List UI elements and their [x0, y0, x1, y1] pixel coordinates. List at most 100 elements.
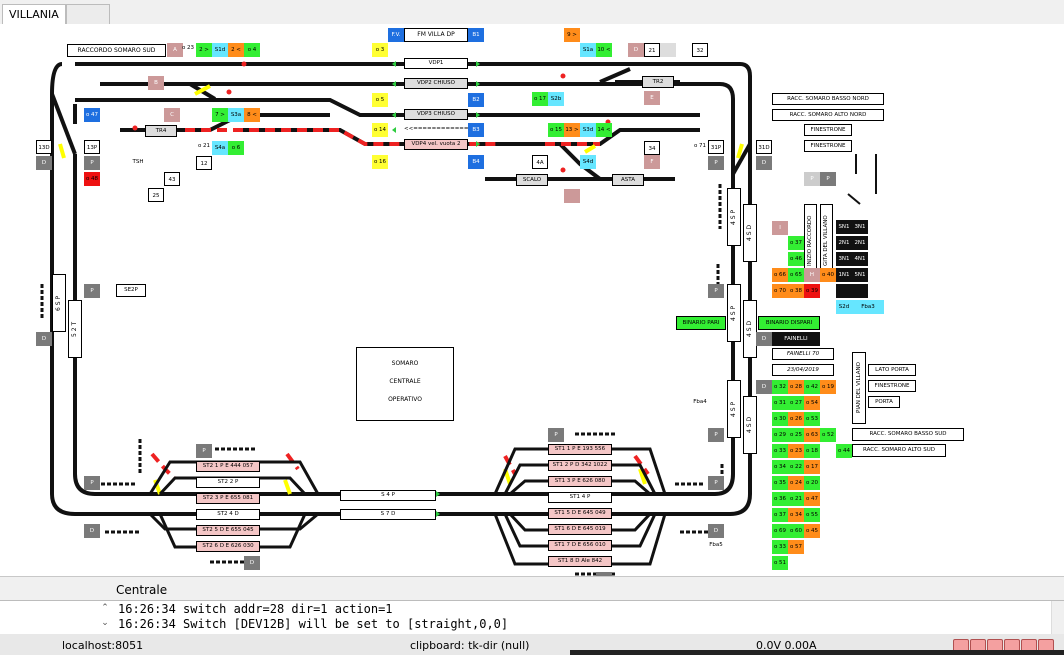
station-track-left[interactable]: ST2 2 P	[196, 477, 260, 488]
signal-o5[interactable]: o 5	[372, 93, 388, 107]
station-track-right[interactable]: ST1 7 D E 656 010	[548, 540, 612, 551]
station-track-left[interactable]: ST2 5 D E 655 045	[196, 525, 260, 536]
signal-p-st2-top[interactable]: P	[196, 444, 212, 458]
vblock-4sd-3[interactable]: 4 S D	[743, 396, 757, 454]
signal-13p[interactable]: 13P	[84, 140, 100, 154]
block-cell[interactable]: o 30	[772, 412, 788, 426]
block-cell[interactable]: o 19	[820, 380, 836, 394]
signal-o14[interactable]: o 14	[372, 123, 388, 137]
track-label-vdp2[interactable]: VDP2 CHIUSO	[404, 78, 468, 89]
vblock-4sd-1[interactable]: 4 S D	[743, 204, 757, 262]
signal-s2d[interactable]: S2d	[836, 300, 852, 314]
block-cell[interactable]: o 38	[788, 284, 804, 298]
signal-31p[interactable]: 31P	[708, 140, 724, 154]
signal-p-31[interactable]: P	[708, 156, 724, 170]
signal-d[interactable]: D	[628, 43, 644, 57]
block-cell[interactable]: o 46	[788, 252, 804, 266]
block-cell[interactable]: o 63	[804, 428, 820, 442]
signal-31d[interactable]: 31D	[756, 140, 772, 154]
signal-s1d[interactable]: S1d	[212, 43, 228, 57]
station-track-left[interactable]: ST2 6 D E 626 030	[196, 541, 260, 552]
scroll-down-icon[interactable]: ⌄	[101, 618, 109, 628]
track-label-vdp4[interactable]: VDP4 vel. vuota 2	[404, 139, 468, 150]
block-cell[interactable]: o 39	[804, 284, 820, 298]
signal-s2[interactable]: 2 >	[196, 43, 212, 57]
signal-p-13[interactable]: P	[84, 156, 100, 170]
signal-25[interactable]: 25	[148, 188, 164, 202]
signal-g[interactable]	[564, 189, 580, 203]
signal-3n1-a[interactable]: 3N1	[852, 220, 868, 234]
block-cell[interactable]: o 36	[772, 492, 788, 506]
block-cell[interactable]: o 28	[788, 380, 804, 394]
signal-13[interactable]: 13 >	[564, 123, 580, 137]
signal-12[interactable]: 12	[196, 156, 212, 170]
block-cell[interactable]: o 45	[804, 524, 820, 538]
signal-o48[interactable]: o 48	[84, 172, 100, 186]
block-cell[interactable]: o 53	[804, 412, 820, 426]
signal-e[interactable]: E	[644, 91, 660, 105]
signal-7[interactable]: 7 >	[212, 108, 228, 122]
signal-21[interactable]: 21	[644, 43, 660, 57]
signal-o15[interactable]: o 15	[548, 123, 564, 137]
track-label-vdp1[interactable]: VDP1	[404, 58, 468, 69]
signal-34[interactable]: 34	[644, 141, 660, 155]
block-cell[interactable]: o 52	[820, 428, 836, 442]
station-track-right[interactable]: ST1 8 D Ale 842	[548, 556, 612, 567]
signal-d-31[interactable]: D	[756, 156, 772, 170]
signal-p-bottom-right[interactable]: P	[708, 476, 724, 490]
signal-d-right-low[interactable]: D	[756, 380, 772, 394]
signal-b1[interactable]: B1	[468, 28, 484, 42]
signal-s4a[interactable]: S4a	[212, 141, 228, 155]
console-scrollbar[interactable]	[1051, 601, 1064, 634]
block-cell[interactable]: o 22	[788, 460, 804, 474]
station-track-left[interactable]: ST2 4 D	[196, 509, 260, 520]
signal-4n1[interactable]: 4N1	[852, 252, 868, 266]
signal-o6[interactable]: o 6	[228, 141, 244, 155]
signal-b3[interactable]: B3	[468, 123, 484, 137]
signal-d-bottom-left[interactable]: D	[84, 524, 100, 538]
block-cell[interactable]: o 27	[788, 396, 804, 410]
block-cell[interactable]: o 37	[772, 508, 788, 522]
station-track-right[interactable]: ST1 6 D E 645 019	[548, 524, 612, 535]
block-cell[interactable]: o 35	[772, 476, 788, 490]
signal-p-st1-top[interactable]: P	[548, 428, 564, 442]
signal-p-right-a[interactable]: P	[804, 172, 820, 186]
vblock-4sp-2[interactable]: 4 S P	[727, 284, 741, 342]
block-cell[interactable]: o 29	[772, 428, 788, 442]
block-cell[interactable]: o 25	[788, 428, 804, 442]
signal-d-left-mid[interactable]: D	[36, 332, 52, 346]
signal-1n1[interactable]: 1N1	[836, 268, 852, 282]
signal-p-right-mid[interactable]: P	[708, 284, 724, 298]
block-cell[interactable]: o 60	[788, 524, 804, 538]
block-cell[interactable]: o 65	[788, 268, 804, 282]
signal-o16[interactable]: o 16	[372, 155, 388, 169]
signal-p-bottom-left[interactable]: P	[84, 476, 100, 490]
block-cell[interactable]: o 24	[788, 476, 804, 490]
vblock-52t[interactable]: 5 2 T	[68, 300, 82, 358]
signal-s4d[interactable]: S4d	[580, 155, 596, 169]
signal-s1a[interactable]: S1a	[580, 43, 596, 57]
track-label-vdp3[interactable]: VDP3 CHIUSO	[404, 109, 468, 120]
signal-s3a[interactable]: S3a	[228, 108, 244, 122]
block-cell[interactable]: o 23	[788, 444, 804, 458]
block-cell[interactable]: o 40	[820, 268, 836, 282]
tab-villania[interactable]: VILLANIA	[2, 4, 66, 24]
signal-o3[interactable]: o 3	[372, 43, 388, 57]
signal-s3d[interactable]: S3d	[580, 123, 596, 137]
block-cell[interactable]: o 34	[788, 508, 804, 522]
block-cell[interactable]: o 47	[804, 492, 820, 506]
signal-f[interactable]: F	[644, 155, 660, 169]
signal-d-bottom-right[interactable]: D	[708, 524, 724, 538]
block-cell[interactable]: o 31	[772, 396, 788, 410]
signal-d-st1-bottom[interactable]: D	[596, 572, 612, 576]
block-cell[interactable]: o 33	[772, 444, 788, 458]
block-cell[interactable]: o 42	[804, 380, 820, 394]
signal-b2[interactable]: B2	[468, 93, 484, 107]
signal-c[interactable]: C	[164, 108, 180, 122]
station-track-right[interactable]: ST1 1 P E 193 556	[548, 444, 612, 455]
block-cell[interactable]: o 20	[804, 476, 820, 490]
block-cell[interactable]: o 70	[772, 284, 788, 298]
station-track-right[interactable]: ST1 4 P	[548, 492, 612, 503]
block-cell[interactable]: o 55	[804, 508, 820, 522]
track-diagram-canvas[interactable]: RACCORDO SOMARO SUD A o 23 2 > S1d 2 < o…	[0, 24, 1064, 577]
